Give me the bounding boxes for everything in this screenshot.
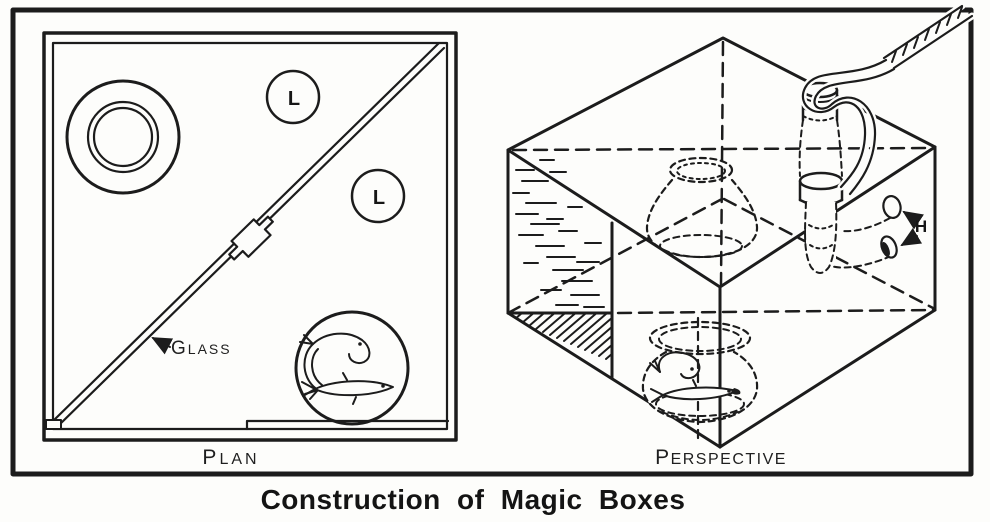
plan-box-outer-wall <box>42 31 458 442</box>
fishbowl-perspective <box>641 320 759 424</box>
hole-label: H <box>915 217 927 236</box>
lifting-cord <box>799 2 976 269</box>
glass-pointer-arrow <box>151 337 174 355</box>
figure-caption: Construction of Magic Boxes <box>260 484 686 515</box>
glass-clamp <box>228 215 274 261</box>
lamp-circle-2: L <box>350 168 406 224</box>
fish-in-bowl <box>649 351 741 403</box>
perspective-label: PERSPECTIVE <box>655 446 787 469</box>
hole-top <box>882 194 902 220</box>
lamp-circle-1: L <box>265 69 321 125</box>
lamp-label-1: L <box>288 88 300 110</box>
perspective-view: H <box>506 2 976 449</box>
cord-holes: H <box>880 194 927 259</box>
plan-box-inner-wall <box>51 41 449 431</box>
plan-view: L L <box>42 31 458 442</box>
plan-label: PLAN <box>202 446 260 469</box>
plan-bottom-panel-step <box>245 419 450 431</box>
ghost-vase <box>645 156 759 259</box>
mirror-shading <box>506 159 614 380</box>
figure-frame <box>10 7 974 477</box>
hole-bottom <box>880 235 898 259</box>
fishbowl-plan <box>294 310 410 426</box>
glass-label: GLASS <box>171 338 232 359</box>
hole-top-arrow <box>902 210 924 230</box>
hidden-edges <box>506 40 935 315</box>
peephole-rings <box>65 79 181 195</box>
hole-bottom-arrow <box>900 228 923 247</box>
lamp-label-2: L <box>373 187 385 209</box>
